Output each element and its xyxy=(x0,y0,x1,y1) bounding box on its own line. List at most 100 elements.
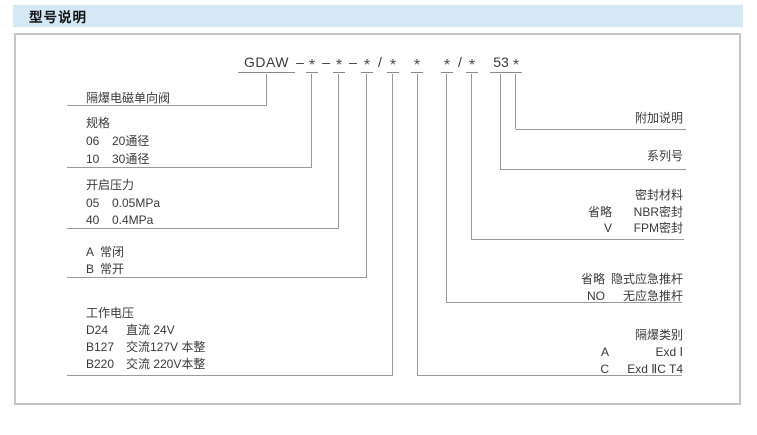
code-segment: * xyxy=(361,53,373,74)
option-row: 省略 隐式应急推杆 xyxy=(581,271,683,288)
option-row: A 常闭 xyxy=(86,244,124,261)
connector-line xyxy=(515,74,516,129)
diagram-frame xyxy=(14,33,741,405)
option-code: NO xyxy=(587,289,605,303)
option-row: D24 直流 24V xyxy=(86,322,205,339)
option-code: D24 xyxy=(86,323,109,337)
connector-line xyxy=(417,375,682,376)
option-code: B xyxy=(86,262,95,276)
option-code: 省略 xyxy=(587,204,612,219)
option-code: 省略 xyxy=(580,272,605,286)
option-code: B127 xyxy=(86,340,115,354)
code-segment: 53 xyxy=(490,53,512,73)
option-code: 06 xyxy=(86,134,100,148)
connector-line xyxy=(366,74,367,277)
code-segment: * xyxy=(466,53,478,74)
code-segment: * xyxy=(333,53,345,74)
block-title: 规格 xyxy=(86,116,111,130)
code-segment: * xyxy=(411,53,423,74)
option-row: 06 20通径 xyxy=(86,132,149,150)
connector-line xyxy=(446,302,682,303)
connector-line xyxy=(392,74,393,375)
block-title: 隔爆类别 xyxy=(634,328,683,342)
option-desc: 隐式应急推杆 xyxy=(611,272,684,286)
connector-line xyxy=(338,74,339,228)
option-row: B220 交流 220V本整 xyxy=(86,356,205,373)
option-row: B127 交流127V 本整 xyxy=(86,339,205,356)
block-title: 附加说明 xyxy=(634,111,683,125)
connector-line xyxy=(67,228,339,229)
connector-line xyxy=(500,169,686,170)
option-row: 省略 NBR密封 xyxy=(588,204,683,221)
page-title: 型号说明 xyxy=(29,10,87,25)
code-separator: – xyxy=(349,54,357,70)
option-desc: 常闭 xyxy=(100,245,125,259)
option-row: 05 0.05MPa xyxy=(86,195,160,213)
option-desc: Exd Ⅰ xyxy=(655,345,683,359)
option-code: 05 xyxy=(86,195,100,210)
connector-line xyxy=(67,167,312,168)
block-seal-material: 密封材料 省略 NBR密封 V FPM密封 xyxy=(588,187,683,237)
block-title: 隔爆电磁单向阀 xyxy=(86,91,171,105)
option-desc: FPM密封 xyxy=(633,221,683,235)
connector-line xyxy=(67,105,267,106)
block-working-voltage: 工作电压 D24 直流 24V B127 交流127V 本整 B220 交流 2… xyxy=(86,305,205,373)
connector-line xyxy=(67,375,393,376)
connector-line xyxy=(311,74,312,167)
connector-line xyxy=(471,239,684,240)
option-desc: 交流127V 本整 xyxy=(126,340,206,354)
option-row: A Exd Ⅰ xyxy=(600,344,683,361)
option-code: 40 xyxy=(86,213,100,227)
block-explosion-proof-category: 隔爆类别 A Exd Ⅰ C Exd ⅡC T4 xyxy=(600,327,683,378)
connector-line xyxy=(67,277,367,278)
option-desc: 20通径 xyxy=(112,134,150,148)
option-desc: Exd ⅡC T4 xyxy=(627,362,683,376)
option-desc: 无应急推杆 xyxy=(622,289,683,303)
option-code: 10 xyxy=(86,152,100,166)
block-title: 密封材料 xyxy=(634,188,683,202)
label-valve-name: 隔爆电磁单向阀 xyxy=(86,90,170,107)
block-title: 开启压力 xyxy=(86,178,135,192)
code-segment: * xyxy=(306,53,318,74)
block-title: 工作电压 xyxy=(86,306,135,320)
code-segment: * xyxy=(510,53,522,74)
option-desc: 30通径 xyxy=(112,152,150,166)
code-separator: – xyxy=(322,54,330,70)
block-series-number: 系列号 xyxy=(647,148,683,165)
option-code: V xyxy=(603,221,612,235)
connector-line xyxy=(266,74,267,105)
option-desc: 0.05MPa xyxy=(112,195,161,210)
option-row: V FPM密封 xyxy=(588,220,683,237)
block-valve-state: A 常闭 B 常开 xyxy=(86,244,124,278)
code-separator: / xyxy=(458,54,462,70)
code-segment: * xyxy=(441,53,453,74)
option-row: NO 无应急推杆 xyxy=(581,288,683,305)
option-row: C Exd ⅡC T4 xyxy=(600,361,683,378)
connector-line xyxy=(516,129,686,130)
block-opening-pressure: 开启压力 05 0.05MPa 40 0.4MPa xyxy=(86,177,160,230)
option-desc: 交流 220V本整 xyxy=(126,357,206,371)
option-desc: 0.4MPa xyxy=(112,213,154,227)
connector-line xyxy=(417,74,418,375)
option-code: A xyxy=(600,345,609,359)
option-row: 10 30通径 xyxy=(86,150,149,168)
connector-line xyxy=(471,74,472,239)
option-desc: 直流 24V xyxy=(126,323,175,337)
option-code: A xyxy=(86,245,95,259)
block-emergency-rod: 省略 隐式应急推杆 NO 无应急推杆 xyxy=(581,271,683,305)
option-desc: 常开 xyxy=(100,262,125,276)
option-code: C xyxy=(600,362,609,376)
option-row: 40 0.4MPa xyxy=(86,212,160,230)
block-title: 系列号 xyxy=(646,149,683,163)
option-row: B 常开 xyxy=(86,261,124,278)
code-segment: * xyxy=(387,53,399,74)
code-segment: GDAW xyxy=(238,53,295,73)
connector-line xyxy=(500,74,501,169)
connector-line xyxy=(446,74,447,302)
code-separator: / xyxy=(378,54,382,70)
code-separator: – xyxy=(296,54,304,70)
block-spec: 规格 06 20通径 10 30通径 xyxy=(86,114,149,168)
option-code: B220 xyxy=(86,357,115,371)
block-additional-note: 附加说明 xyxy=(635,110,683,127)
option-desc: NBR密封 xyxy=(633,204,683,219)
